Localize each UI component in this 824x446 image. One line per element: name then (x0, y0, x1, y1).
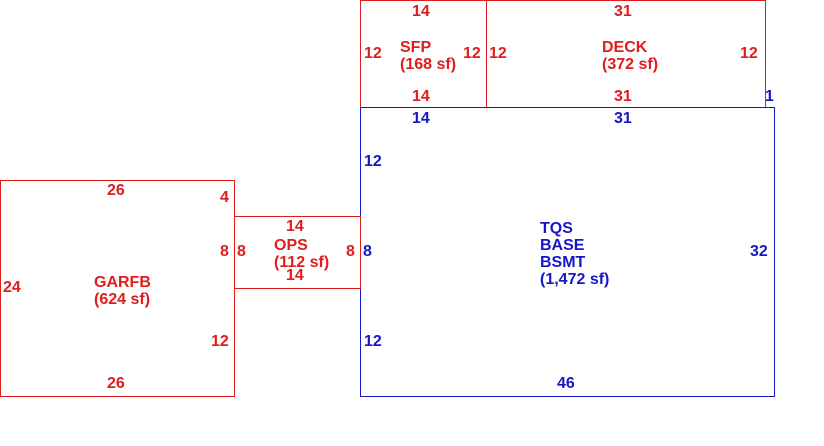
deck-area: (372 sf) (602, 56, 659, 73)
garfb-left-dim: 24 (3, 279, 21, 296)
main-top-left-dim: 14 (412, 110, 430, 127)
main-right-dim: 32 (750, 243, 768, 260)
garfb-right-mid-dim: 8 (220, 243, 229, 260)
sfp-area: (168 sf) (400, 56, 457, 73)
main-line1: TQS (540, 220, 573, 237)
main-line2: BASE (540, 237, 585, 254)
garfb-right-upper-dim: 4 (220, 189, 229, 206)
ops-label: OPS (112 sf) (274, 237, 329, 271)
main-label: TQS BASE BSMT (1,472 sf) (540, 220, 609, 288)
sfp-bottom-dim: 14 (412, 88, 430, 105)
main-bottom-dim: 46 (557, 375, 575, 392)
ops-top-dim: 14 (286, 218, 304, 235)
garfb-right-lower-dim: 12 (211, 333, 229, 350)
garfb-outline (0, 180, 235, 397)
ops-area: (112 sf) (274, 254, 330, 271)
main-left-lower-dim: 12 (364, 333, 382, 350)
main-left-upper-dim: 12 (364, 153, 382, 170)
ops-bottom-dim: 14 (286, 267, 304, 284)
deck-name: DECK (602, 39, 648, 56)
sfp-top-dim: 14 (412, 3, 430, 20)
main-top-right-dim: 31 (614, 110, 632, 127)
deck-bottom-dim: 31 (614, 88, 632, 105)
main-left-mid-dim: 8 (363, 243, 372, 260)
ops-name: OPS (274, 237, 308, 254)
deck-right-dim: 12 (740, 45, 758, 62)
sfp-left-dim: 12 (364, 45, 382, 62)
deck-left-dim: 12 (489, 45, 507, 62)
garfb-area: (624 sf) (94, 291, 151, 308)
main-area: (1,472 sf) (540, 271, 610, 288)
deck-label: DECK (372 sf) (602, 39, 658, 73)
garfb-label: GARFB (624 sf) (94, 274, 151, 308)
garfb-bottom-dim: 26 (107, 375, 125, 392)
ops-right-dim: 8 (346, 243, 355, 260)
deck-top-dim: 31 (614, 3, 632, 20)
sfp-right-dim: 12 (463, 45, 481, 62)
main-line3: BSMT (540, 254, 586, 271)
deck-offset-dim: 1 (765, 88, 774, 105)
sfp-label: SFP (168 sf) (400, 39, 456, 73)
garfb-name: GARFB (94, 274, 151, 291)
ops-left-dim: 8 (237, 243, 246, 260)
sfp-name: SFP (400, 39, 432, 56)
garfb-top-dim: 26 (107, 182, 125, 199)
